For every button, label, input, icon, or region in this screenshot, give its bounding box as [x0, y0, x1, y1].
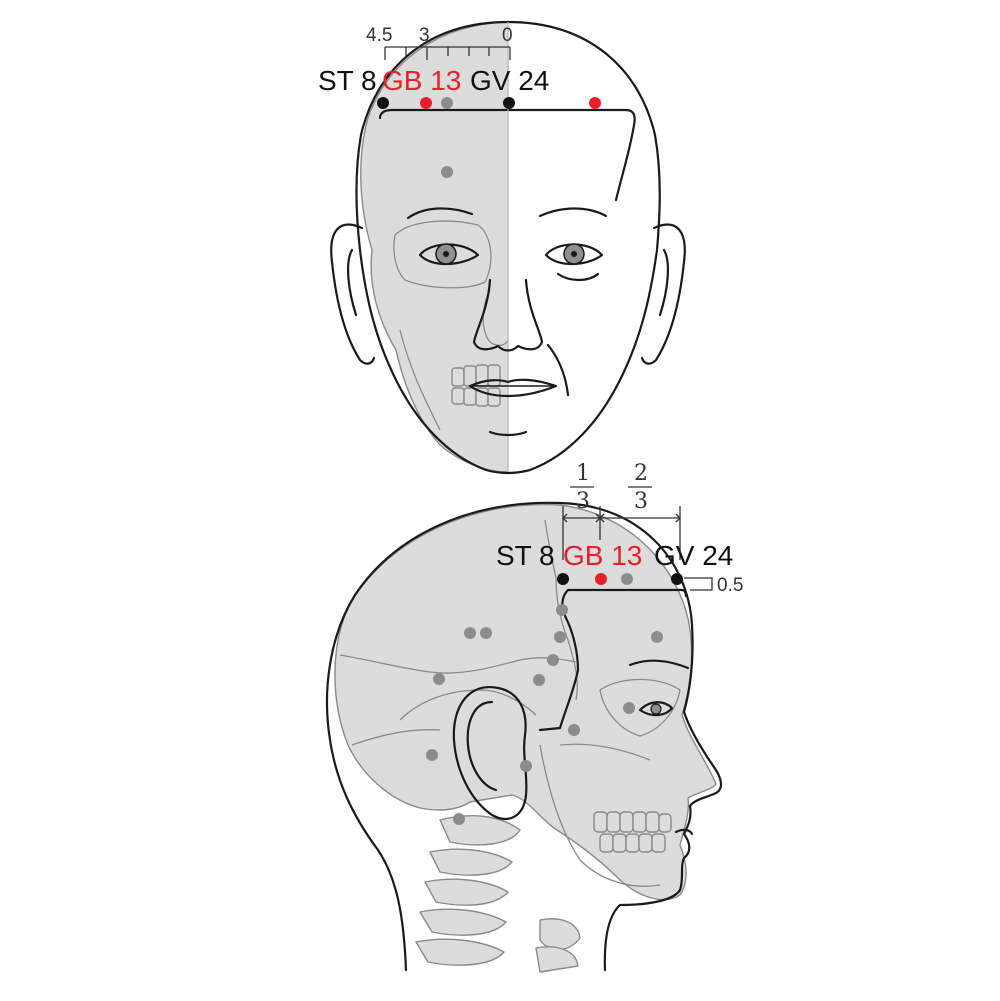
- front-label-gv24: GV 24: [470, 65, 549, 96]
- side-fraction-left-denominator: 3: [576, 489, 590, 514]
- front-label-gb13: GB 13: [382, 65, 461, 96]
- side-hairline: [566, 588, 688, 598]
- side-back-of-head: [325, 501, 562, 972]
- side-fraction-right-numerator: 2: [634, 461, 648, 486]
- side-label-gb13: GB 13: [563, 540, 642, 571]
- front-chin: [488, 430, 528, 437]
- front-nose: [472, 278, 544, 352]
- front-jaw-line: [399, 329, 441, 431]
- front-left-eye: [418, 243, 480, 266]
- side-cervical-spine: [415, 815, 581, 973]
- side-eyebrow: [628, 659, 690, 670]
- front-scale-label-3: 3: [419, 25, 430, 46]
- side-view: 1 3 2 3 ST 8 GB 13 GV 24 0.5: [325, 461, 743, 973]
- side-ear: [452, 685, 528, 821]
- side-offset-label: 0.5: [717, 575, 743, 596]
- side-point-gv24: [671, 573, 683, 585]
- front-scale-bar: 4.5 3 0: [366, 25, 513, 60]
- side-point-gb13: [595, 573, 607, 585]
- front-right-ear-inner: [658, 248, 669, 317]
- front-point-secondary: [441, 97, 453, 109]
- side-point-secondary: [621, 573, 633, 585]
- front-point-st8: [377, 97, 389, 109]
- side-gray-points: [426, 604, 663, 825]
- front-left-ear-inner: [347, 248, 358, 317]
- side-eye: [638, 701, 674, 717]
- front-left-eyebrow: [406, 207, 474, 220]
- front-point-gb13-left: [420, 97, 432, 109]
- front-label-st8: ST 8: [318, 65, 377, 96]
- front-left-ear: [330, 223, 376, 365]
- front-right-eyelid: [556, 272, 600, 282]
- side-label-gv24: GV 24: [654, 540, 733, 571]
- side-orbit: [599, 678, 681, 737]
- side-ear-inner: [466, 700, 498, 792]
- front-point-gb13-right: [589, 97, 601, 109]
- front-point-forehead: [441, 166, 453, 178]
- side-temple-hairline: [538, 588, 580, 732]
- side-label-st8: ST 8: [496, 540, 555, 571]
- side-fraction-left-numerator: 1: [576, 461, 590, 486]
- side-fraction-right-denominator: 3: [634, 489, 648, 514]
- front-head-outline: [355, 20, 661, 475]
- front-cheek-line: [546, 343, 570, 397]
- side-mouth: [674, 828, 694, 836]
- front-scale-label-4-5: 4.5: [366, 25, 392, 46]
- side-suture-occipital: [351, 729, 441, 746]
- side-zygomatic: [559, 743, 651, 761]
- front-right-eyebrow: [538, 207, 608, 218]
- side-suture-lambdoid: [339, 654, 577, 674]
- front-hairline: [378, 108, 636, 202]
- side-fraction-dimension: 1 3 2 3: [562, 461, 681, 560]
- side-offset-marker: 0.5: [684, 575, 743, 596]
- front-right-eye: [544, 243, 604, 266]
- side-mandible: [539, 744, 661, 887]
- side-head-outline: [558, 501, 723, 972]
- front-right-ear: [640, 223, 686, 365]
- front-orbit: [393, 220, 492, 289]
- front-scale-label-0: 0: [502, 25, 513, 46]
- side-teeth: [593, 811, 672, 853]
- front-point-gv24: [503, 97, 515, 109]
- front-view: 4.5 3 0 ST 8 GB 13 GV 24: [318, 20, 686, 475]
- side-point-st8: [557, 573, 569, 585]
